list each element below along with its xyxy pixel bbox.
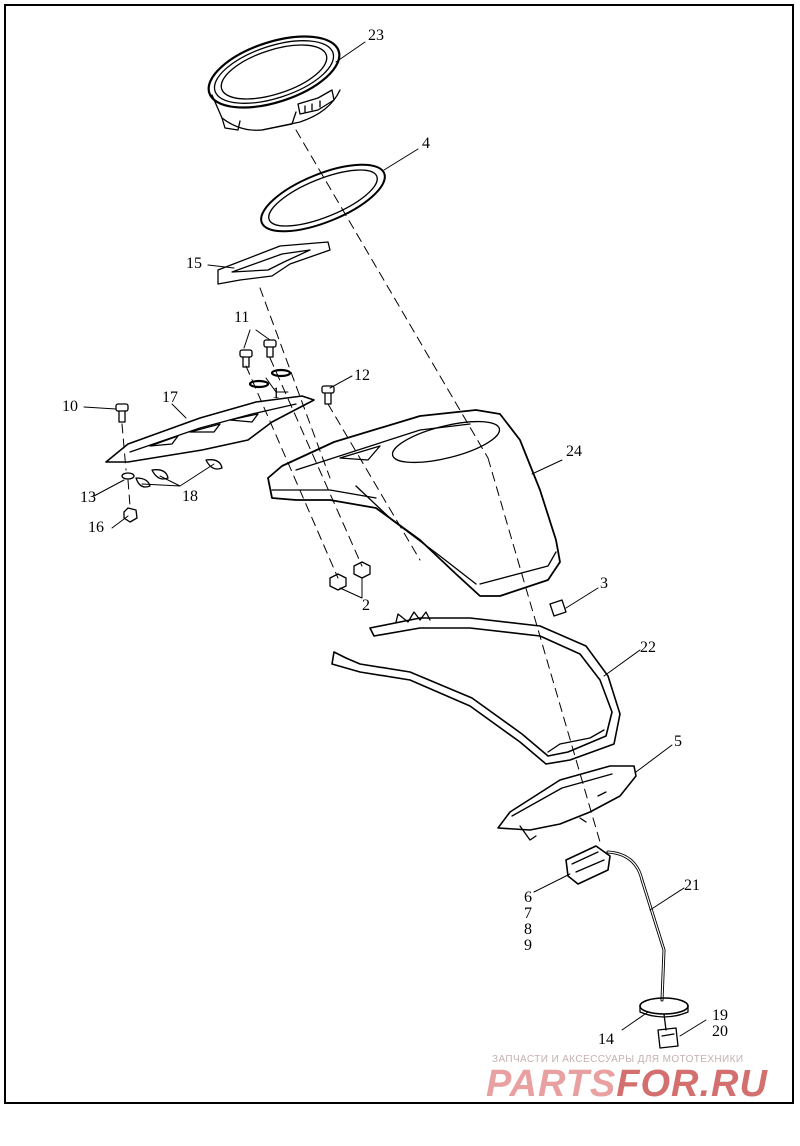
clips-part xyxy=(135,459,223,488)
callout-23: 23 xyxy=(368,27,384,44)
trim-strip-part xyxy=(331,611,621,765)
watermark-logo: PARTSFOR.RU xyxy=(486,1063,768,1106)
speedometer-gauge-part xyxy=(207,35,341,131)
callout-8: 8 xyxy=(524,921,532,938)
callout-3: 3 xyxy=(600,575,608,592)
wiring-harness-part xyxy=(565,845,666,1002)
callout-16: 16 xyxy=(88,519,104,536)
callout-2: 2 xyxy=(362,597,370,614)
nuts-part xyxy=(329,561,371,591)
callout-12: 12 xyxy=(354,367,370,384)
callout-11: 11 xyxy=(234,309,250,326)
callout-21: 21 xyxy=(684,877,700,894)
watermark-logo-part2: FOR.RU xyxy=(616,1063,768,1105)
mounting-plate-part xyxy=(217,241,331,285)
callout-6: 6 xyxy=(524,889,532,906)
callout-4: 4 xyxy=(422,135,430,152)
watermark-logo-part1: PARTS xyxy=(486,1063,617,1105)
clip-3-part xyxy=(549,599,567,617)
callout-15: 15 xyxy=(186,255,202,272)
callout-19: 19 xyxy=(712,1007,728,1024)
watermark-tagline: ЗАПЧАСТИ И АКСЕССУАРЫ ДЛЯ МОТОТЕХНИКИ xyxy=(492,1054,744,1065)
callout-1: 1 xyxy=(272,385,280,402)
nacelle-housing-part xyxy=(267,409,561,597)
alignment-lines xyxy=(121,129,601,843)
callout-17: 17 xyxy=(162,389,178,406)
grommet-connector-part xyxy=(639,997,689,1049)
callout-20: 20 xyxy=(712,1023,728,1040)
bracket-part xyxy=(105,395,315,463)
leader-lines xyxy=(83,41,707,1037)
callout-14: 14 xyxy=(598,1031,614,1048)
callout-7: 7 xyxy=(524,905,532,922)
diagram-frame xyxy=(4,4,794,1104)
callout-10: 10 xyxy=(62,398,78,415)
callout-13: 13 xyxy=(80,489,96,506)
callout-18: 18 xyxy=(182,488,198,505)
callout-24: 24 xyxy=(566,443,582,460)
callout-5: 5 xyxy=(674,733,682,750)
gauge-gasket-part xyxy=(260,163,386,233)
screw-10-washer-nut-part xyxy=(115,403,138,523)
lower-cover-part xyxy=(497,765,637,841)
screws-part xyxy=(239,339,292,389)
screw-12-part xyxy=(321,385,335,405)
callout-22: 22 xyxy=(640,639,656,656)
callout-9: 9 xyxy=(524,937,532,954)
